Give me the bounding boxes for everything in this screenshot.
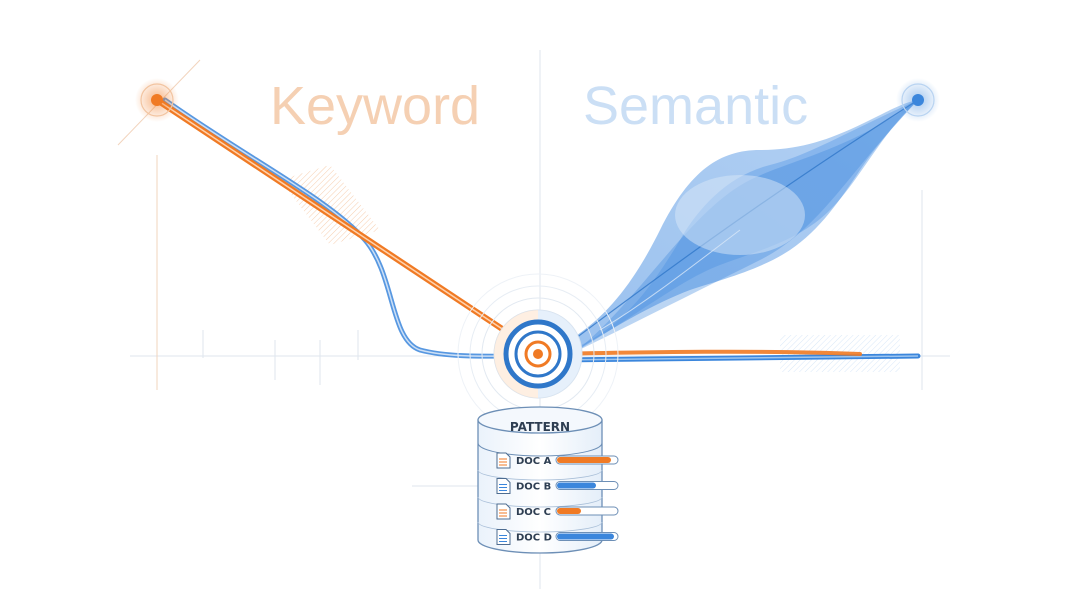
keyword-start-node: [135, 78, 179, 122]
document-icon: [496, 529, 511, 545]
doc-label: DOC C: [516, 507, 551, 518]
keyword-label: Keyword: [270, 76, 480, 136]
semantic-wave: [559, 99, 919, 360]
doc-row: DOC C: [496, 503, 619, 520]
doc-row: DOC A: [496, 452, 619, 469]
doc-list: DOC A DOC B DOC C DOC D: [496, 452, 619, 545]
document-icon: [496, 478, 511, 494]
score-bar-fill: [557, 533, 614, 540]
keyword-horizontal-orange: [543, 349, 862, 356]
pattern-database: PATTERN DOC A DOC B DOC C DOC D: [477, 406, 619, 554]
doc-row: DOC B: [496, 478, 619, 494]
doc-label: DOC B: [516, 482, 551, 493]
score-bar-fill: [557, 482, 596, 489]
document-icon: [496, 452, 511, 469]
match-target-node: [457, 273, 619, 435]
score-bar-fill: [557, 457, 611, 463]
keyword-hatch-area: [280, 165, 380, 245]
doc-label: DOC D: [516, 533, 552, 544]
score-bar-fill: [557, 508, 581, 514]
doc-row: DOC D: [496, 529, 619, 545]
semantic-label: Semantic: [583, 76, 808, 136]
database-title: PATTERN: [510, 420, 570, 434]
semantic-end-node: [896, 78, 940, 122]
doc-label: DOC A: [516, 456, 552, 467]
document-icon: [496, 503, 511, 520]
